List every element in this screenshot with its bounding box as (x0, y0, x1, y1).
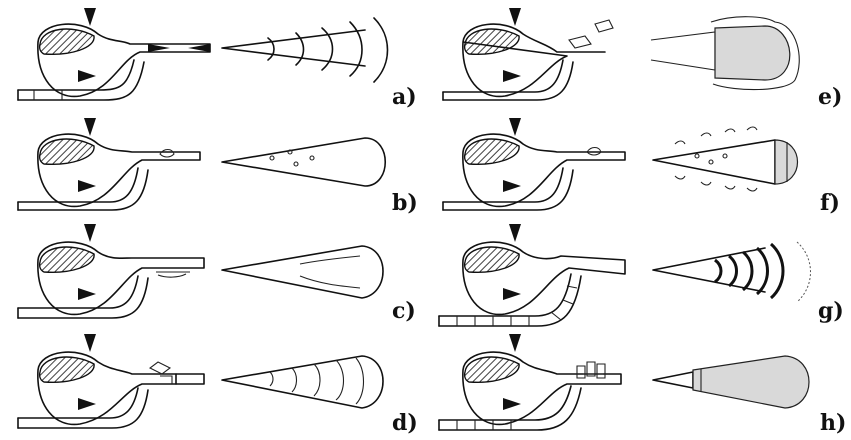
panel-f-drawing (425, 110, 850, 220)
chip-topview-g (653, 242, 811, 302)
chip-topview-d (222, 356, 383, 408)
panel-a: a) (0, 0, 425, 110)
chip-topview-e (651, 17, 799, 90)
panel-c: c) (0, 220, 425, 330)
panel-label: e) (818, 86, 842, 108)
panel-label: a) (392, 86, 417, 108)
panel-label: g) (818, 300, 844, 322)
panel-b-drawing (0, 110, 425, 220)
panel-label: h) (820, 412, 846, 434)
panel-e: e) (425, 0, 850, 110)
tool-workpiece-a (18, 8, 210, 100)
tool-workpiece-h (439, 334, 621, 430)
tool-workpiece-g (439, 224, 625, 326)
panel-d: d) (0, 330, 425, 440)
panel-h: h) (425, 330, 850, 440)
tool-workpiece-b (18, 118, 200, 210)
chip-topview-c (222, 246, 383, 298)
chip-topview-a (222, 18, 388, 82)
tool-workpiece-e (443, 8, 613, 100)
panel-label: d) (392, 412, 418, 434)
panel-h-drawing (425, 330, 850, 440)
chip-topview-b (222, 138, 385, 186)
panel-label: c) (392, 300, 416, 322)
chip-topview-h (653, 356, 809, 408)
chip-topview-f (653, 127, 798, 191)
panel-d-drawing (0, 330, 425, 440)
panel-c-drawing (0, 220, 425, 330)
panel-label: f) (820, 192, 840, 214)
panel-f: f) (425, 110, 850, 220)
tool-workpiece-f (443, 118, 625, 210)
panel-b: b) (0, 110, 425, 220)
panel-e-drawing (425, 0, 850, 110)
panel-g-drawing (425, 220, 850, 330)
tool-workpiece-c (18, 224, 204, 318)
panel-a-drawing (0, 0, 425, 110)
panel-g: g) (425, 220, 850, 330)
tool-workpiece-d (18, 334, 204, 428)
panel-label: b) (392, 192, 418, 214)
